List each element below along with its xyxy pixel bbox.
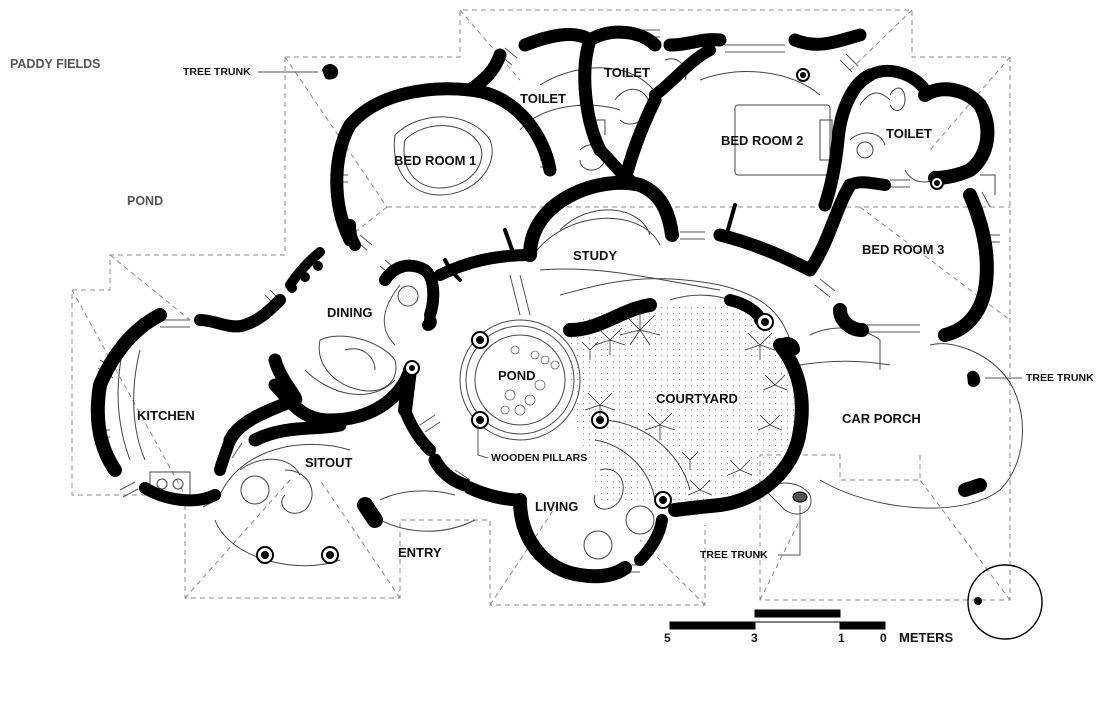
room-label-bed-room-1: BED ROOM 1 bbox=[394, 153, 477, 168]
pond-plants bbox=[500, 345, 560, 416]
wooden-pillars bbox=[256, 68, 944, 564]
walls bbox=[90, 25, 995, 584]
paddy-fields-label: PADDY FIELDS bbox=[10, 57, 101, 71]
room-label-kitchen: KITCHEN bbox=[137, 408, 195, 423]
room-label-sitout: SITOUT bbox=[305, 455, 353, 470]
north-indicator bbox=[967, 564, 1043, 640]
interior-lines bbox=[117, 58, 1023, 567]
scale-unit-label: METERS bbox=[899, 630, 954, 645]
outer-pond-label: POND bbox=[127, 194, 164, 208]
room-label-toilet-3: TOILET bbox=[886, 126, 932, 141]
room-label-study: STUDY bbox=[573, 248, 618, 263]
scale-tick-5: 5 bbox=[664, 631, 671, 645]
scale-bar bbox=[669, 609, 886, 630]
scale-tick-3: 3 bbox=[751, 631, 758, 645]
tree-trunk-label-2: TREE TRUNK bbox=[1026, 372, 1094, 384]
wooden-pillars-label: WOODEN PILLARS bbox=[491, 452, 588, 464]
courtyard-shrubs bbox=[581, 310, 788, 496]
tree-trunks bbox=[322, 64, 981, 503]
room-label-courtyard: COURTYARD bbox=[656, 391, 738, 406]
room-label-living: LIVING bbox=[535, 499, 579, 514]
tree-trunk-label-1: TREE TRUNK bbox=[183, 66, 251, 78]
room-label-toilet-2: TOILET bbox=[604, 65, 650, 80]
room-label-dining: DINING bbox=[327, 305, 373, 320]
tree-trunk-label-3: TREE TRUNK bbox=[700, 549, 768, 561]
room-label-entry: ENTRY bbox=[398, 545, 442, 560]
room-label-pond: POND bbox=[498, 368, 536, 383]
room-label-car-porch: CAR PORCH bbox=[842, 411, 921, 426]
scale-tick-0: 0 bbox=[880, 631, 887, 645]
room-label-bed-room-2: BED ROOM 2 bbox=[721, 133, 804, 148]
room-label-toilet-1: TOILET bbox=[520, 91, 566, 106]
leader-lines bbox=[258, 71, 1022, 556]
roof-outline bbox=[71, 9, 1011, 606]
room-label-bed-room-3: BED ROOM 3 bbox=[862, 242, 945, 257]
scale-tick-1: 1 bbox=[838, 631, 845, 645]
